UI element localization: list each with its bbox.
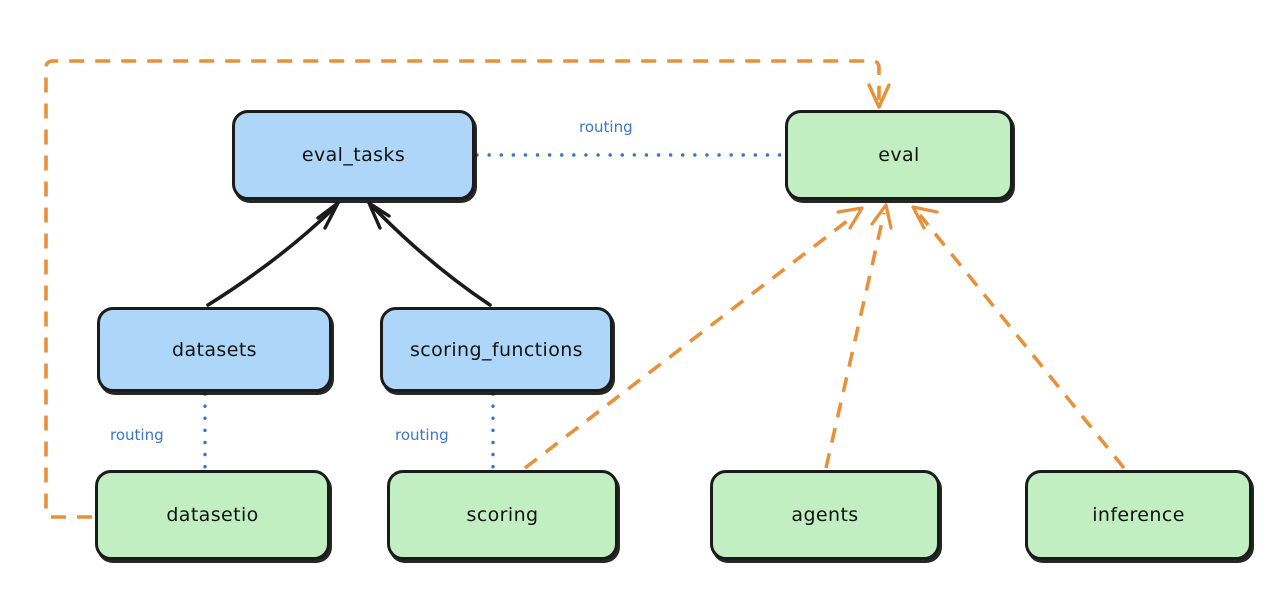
node-label-scoring: scoring [466, 504, 539, 526]
node-datasets[interactable]: datasets [97, 307, 332, 392]
edge-inference-to-eval [911, 205, 1126, 470]
edge-label-routing-datasets: routing [110, 426, 164, 444]
node-eval[interactable]: eval [785, 110, 1013, 200]
edge-agents-to-eval [824, 203, 893, 469]
node-datasetio[interactable]: datasetio [95, 470, 330, 560]
node-scoring-functions[interactable]: scoring_functions [380, 307, 613, 392]
node-label-datasetio: datasetio [166, 504, 259, 526]
node-inference[interactable]: inference [1025, 470, 1252, 560]
node-label-scoring-functions: scoring_functions [410, 338, 583, 361]
node-label-eval: eval [878, 144, 920, 166]
node-label-eval-tasks: eval_tasks [301, 144, 406, 166]
node-label-inference: inference [1092, 504, 1185, 526]
node-agents[interactable]: agents [710, 470, 940, 560]
edge-datasets-to-eval-tasks [206, 201, 340, 307]
node-scoring[interactable]: scoring [387, 470, 618, 560]
edge-label-routing-eval-tasks: routing [579, 118, 633, 136]
node-eval-tasks[interactable]: eval_tasks [232, 110, 475, 200]
node-label-datasets: datasets [172, 338, 257, 361]
edge-datasetio-to-eval [44, 59, 891, 519]
edge-scoring-functions-to-eval-tasks [367, 201, 492, 307]
edge-scoring-to-eval [523, 206, 864, 470]
edge-label-routing-scoring-functions: routing [395, 426, 449, 444]
node-label-agents: agents [791, 504, 859, 526]
